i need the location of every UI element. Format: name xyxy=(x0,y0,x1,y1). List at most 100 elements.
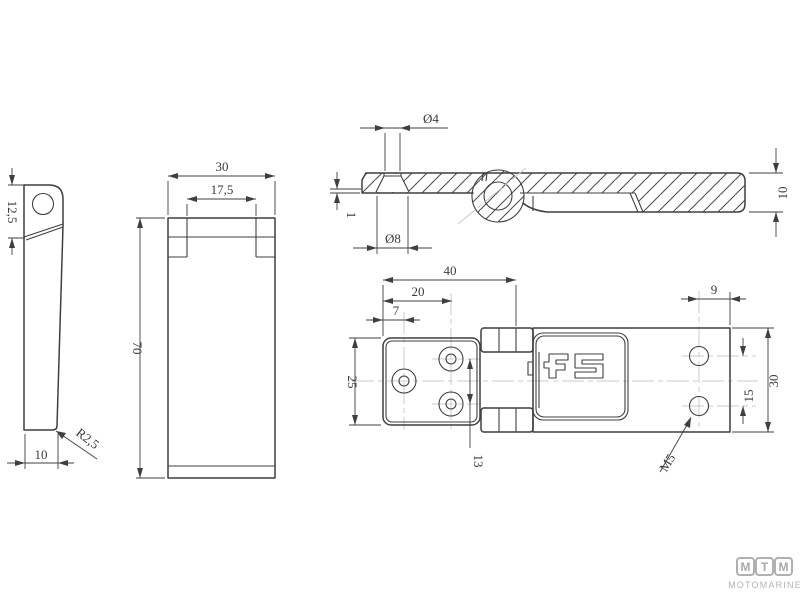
arrowhead xyxy=(137,468,143,478)
dim-plan-edge-offset: 9 xyxy=(681,282,746,325)
front-view-outline xyxy=(167,217,276,479)
dim-plan-edge-offset-label: 9 xyxy=(711,282,718,297)
plan-left-leaf-inner-edge xyxy=(385,340,478,423)
logo-name: MOTOMARINE xyxy=(728,580,800,590)
dim-side-height: 12,5 xyxy=(5,168,29,255)
plan-logo-panel-inner xyxy=(535,335,626,418)
dim-plan-hole-offset: 7 xyxy=(366,303,420,323)
dim-plan-length: 40 xyxy=(382,263,517,336)
side-view-chamfer-line xyxy=(25,226,64,241)
dim-front-tab-span: 17,5 xyxy=(186,182,257,216)
dim-plan-thread-label: M5 xyxy=(656,451,678,474)
section-knuckle-tick xyxy=(485,172,488,182)
dim-plan-hole-span: 20 xyxy=(383,284,452,304)
side-view: 12,5 10 R2,5 xyxy=(5,168,102,469)
dim-section-thickness: 10 xyxy=(749,148,790,237)
dim-section-lip: 1 xyxy=(330,172,361,218)
dim-section-countersink: Ø8 xyxy=(353,196,432,254)
arrowhead xyxy=(265,173,275,179)
plan-knuckle-bottom-tab xyxy=(480,407,534,433)
dim-plan-length-label: 40 xyxy=(444,263,457,278)
arrowhead xyxy=(187,196,197,202)
mtm-logo: M T M MOTOMARINE xyxy=(728,557,800,590)
section-view: Ø4 Ø8 1 10 xyxy=(330,111,790,254)
fs-emblem-s xyxy=(574,353,604,379)
logo-letter-m2: M xyxy=(779,560,789,574)
front-view: 30 17,5 70 xyxy=(130,159,276,479)
arrowhead xyxy=(765,422,771,432)
dim-plan-hole-pitch-label: 13 xyxy=(471,455,486,468)
arrowhead xyxy=(9,238,15,248)
dim-plan-left-leaf-width-label: 25 xyxy=(345,376,360,389)
arrowhead xyxy=(740,406,746,416)
dim-plan-right-hole-pitch-label: 15 xyxy=(741,390,756,403)
arrowhead xyxy=(383,298,393,304)
right-leaf-hole-bottom xyxy=(688,395,710,417)
dim-section-lip-label: 1 xyxy=(344,212,359,219)
arrowhead xyxy=(246,196,256,202)
dim-front-tab-span-label: 17,5 xyxy=(211,182,234,197)
section-countersink-outline xyxy=(375,173,410,193)
arrowhead xyxy=(506,277,516,283)
section-pin xyxy=(483,181,513,211)
section-knuckle-outline xyxy=(471,169,525,223)
leader-line xyxy=(659,417,692,473)
left-leaf-hole3 xyxy=(445,398,457,410)
arrowhead xyxy=(688,296,698,302)
left-leaf-hole3-countersink xyxy=(438,391,464,417)
logo-letter-box xyxy=(755,557,774,576)
dim-plan-right-leaf-width: 30 xyxy=(732,327,781,433)
logo-letter-box xyxy=(736,557,755,576)
dim-side-width-label: 10 xyxy=(35,447,48,462)
dim-plan-left-leaf-width: 25 xyxy=(345,337,381,426)
arrowhead xyxy=(15,460,25,466)
fs-emblem-f xyxy=(543,353,569,379)
arrowhead xyxy=(383,277,393,283)
logo-letter-box xyxy=(774,557,793,576)
section-outline xyxy=(365,172,746,213)
logo-letter-m1: M xyxy=(741,560,751,574)
arrowhead xyxy=(467,394,473,404)
dim-section-hole: Ø4 xyxy=(360,111,448,171)
arrowhead xyxy=(334,193,340,203)
dim-plan-hole-offset-label: 7 xyxy=(393,303,400,318)
side-view-pin-hole xyxy=(31,192,55,216)
dim-side-height-label: 12,5 xyxy=(5,201,20,224)
plan-logo-panel xyxy=(532,332,629,421)
dim-section-thickness-label: 10 xyxy=(775,187,790,200)
dim-plan-right-leaf-width-label: 30 xyxy=(766,375,781,388)
arrowhead xyxy=(404,317,414,323)
section-knuckle-hatch xyxy=(472,170,524,222)
arrowhead xyxy=(442,298,452,304)
arrowhead xyxy=(765,328,771,338)
arrowhead xyxy=(408,245,418,251)
left-leaf-hole2-countersink xyxy=(438,346,464,372)
plan-left-leaf-outline xyxy=(382,337,481,426)
section-pin-centerline xyxy=(457,167,527,225)
dim-side-radius: R2,5 xyxy=(55,425,102,460)
section-countersink-cutout xyxy=(376,174,409,192)
arrowhead xyxy=(400,125,410,131)
arrowhead xyxy=(730,296,740,302)
arrowhead xyxy=(684,417,691,428)
right-leaf-hole-top xyxy=(688,345,710,367)
arrowhead xyxy=(168,173,178,179)
arrowhead xyxy=(373,317,383,323)
arrowhead xyxy=(375,125,385,131)
dim-side-width: 10 xyxy=(7,434,74,469)
section-left-end-outline xyxy=(361,172,474,194)
dim-front-width-label: 30 xyxy=(216,159,229,174)
plan-knuckle-top-tab xyxy=(480,327,534,353)
dim-plan-thread: M5 xyxy=(656,417,692,474)
dim-plan-hole-span-label: 20 xyxy=(412,284,425,299)
side-view-chamfer-line xyxy=(23,223,64,238)
left-leaf-hole1-countersink xyxy=(391,368,417,394)
arrowhead xyxy=(334,179,340,189)
dim-front-height-label: 70 xyxy=(130,342,145,355)
arrowhead xyxy=(352,415,358,425)
dim-plan-hole-pitch: 13 xyxy=(467,359,486,468)
plan-view: 40 20 7 25 13 xyxy=(345,263,781,474)
left-leaf-hole1 xyxy=(398,375,410,387)
